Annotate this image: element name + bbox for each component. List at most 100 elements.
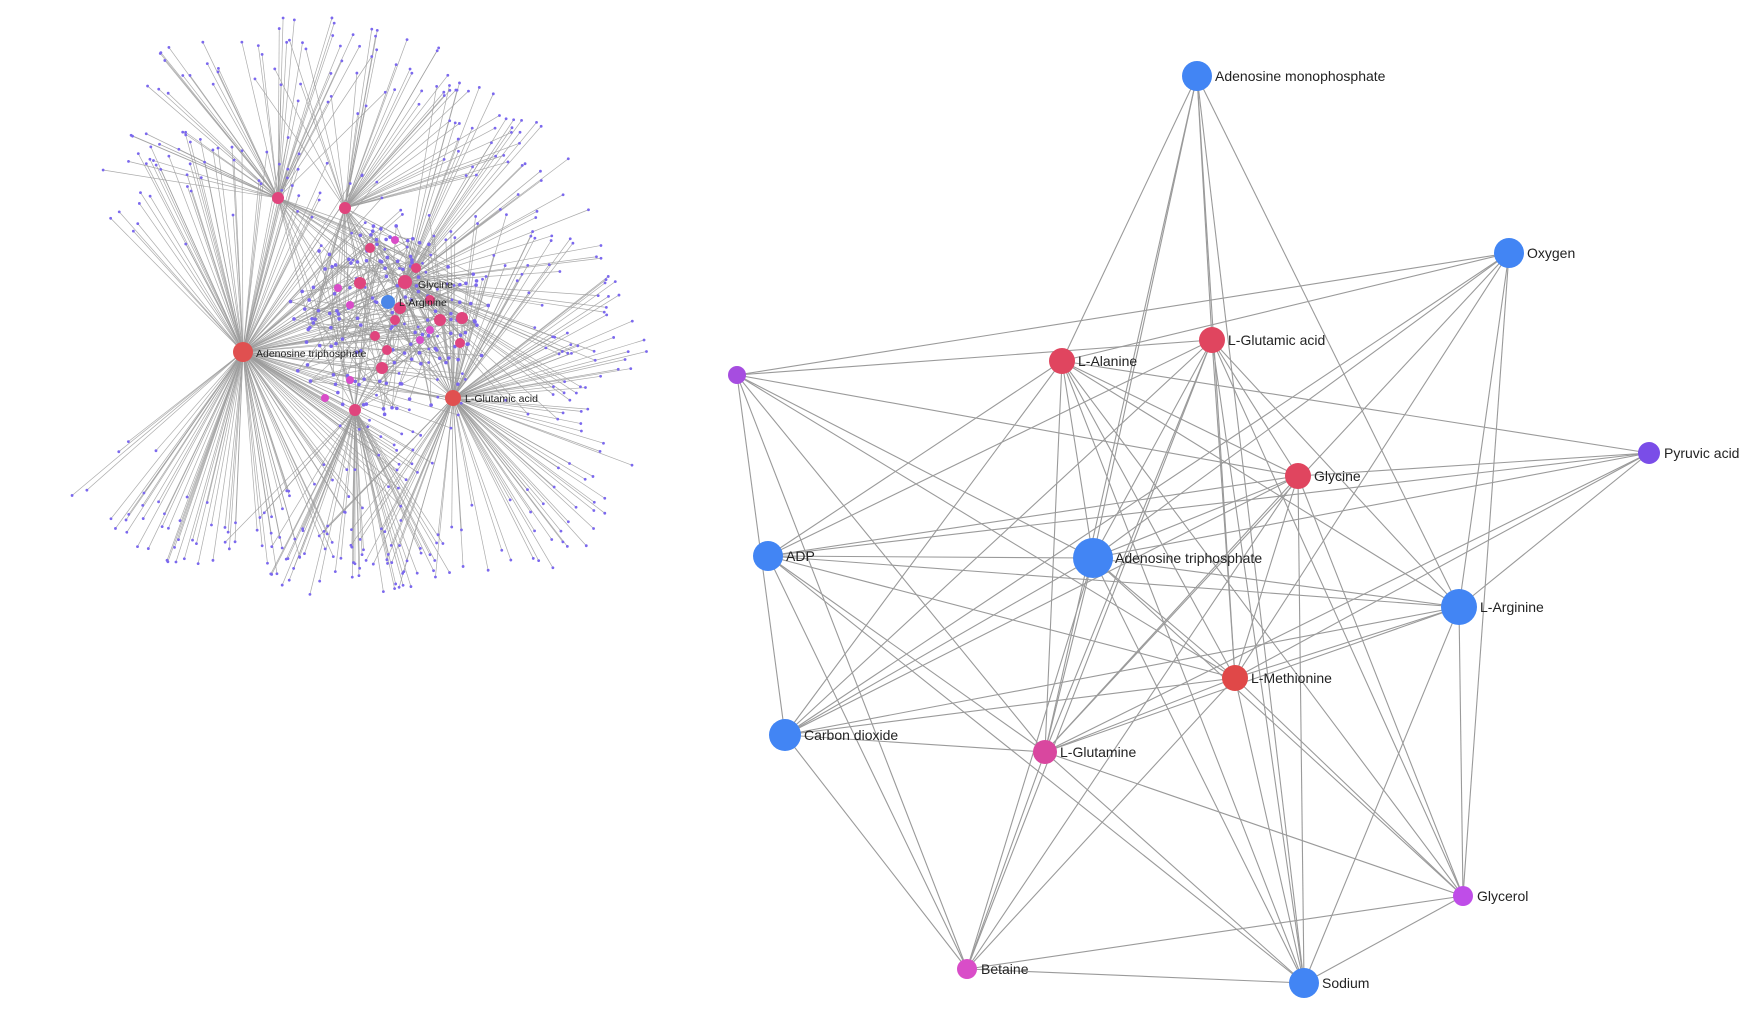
overview-edge bbox=[392, 346, 455, 351]
overview-core-node bbox=[323, 267, 327, 271]
overview-leaf-node bbox=[574, 505, 578, 509]
overview-edge bbox=[204, 162, 244, 353]
overview-leaf-node bbox=[559, 529, 563, 533]
node-unl[interactable] bbox=[728, 366, 746, 384]
node-glycerol[interactable] bbox=[1453, 886, 1473, 906]
overview-edge bbox=[404, 256, 597, 283]
overview-edge bbox=[86, 351, 244, 491]
overview-edge bbox=[387, 257, 398, 286]
node-label-amp: Adenosine monophosphate bbox=[1215, 68, 1386, 84]
overview-leaf-node bbox=[456, 413, 460, 417]
overview-edge bbox=[344, 127, 496, 209]
node-co2[interactable] bbox=[769, 719, 801, 751]
overview-edge bbox=[344, 36, 376, 209]
overview-edge bbox=[386, 397, 454, 560]
overview-edge bbox=[452, 242, 574, 399]
overview-leaf-node bbox=[182, 557, 186, 561]
overview-leaf-node bbox=[547, 263, 551, 267]
overview-edge bbox=[400, 311, 436, 384]
overview-leaf-node bbox=[491, 92, 495, 96]
overview-leaf-node bbox=[445, 282, 449, 286]
overview-leaf-node bbox=[330, 16, 334, 20]
overview-edge bbox=[309, 207, 346, 328]
overview-edge bbox=[186, 351, 244, 498]
overview-leaf-node bbox=[356, 112, 360, 115]
overview-edge bbox=[153, 160, 279, 199]
node-glu[interactable] bbox=[1199, 327, 1225, 353]
overview-leaf-node bbox=[177, 538, 180, 542]
node-adp[interactable] bbox=[753, 541, 783, 571]
overview-leaf-node bbox=[433, 559, 437, 562]
overview-leaf-node bbox=[493, 126, 497, 130]
overview-core-node bbox=[456, 382, 460, 386]
overview-leaf-node bbox=[557, 352, 561, 356]
overview-leaf-node bbox=[531, 557, 535, 560]
overview-leaf-node bbox=[490, 141, 493, 145]
overview-leaf-node bbox=[288, 38, 291, 42]
node-pyr[interactable] bbox=[1638, 442, 1660, 464]
overview-leaf-node bbox=[142, 491, 146, 495]
node-oxygen[interactable] bbox=[1494, 238, 1524, 268]
overview-leaf-node bbox=[405, 38, 409, 41]
overview-leaf-node bbox=[379, 435, 383, 439]
overview-leaf-node bbox=[265, 150, 269, 154]
overview-leaf-node bbox=[623, 358, 627, 361]
overview-leaf-node bbox=[516, 193, 520, 196]
overview-leaf-node bbox=[557, 466, 560, 470]
overview-edge bbox=[452, 282, 606, 399]
node-ala[interactable] bbox=[1049, 348, 1075, 374]
overview-edge bbox=[270, 409, 356, 575]
overview-leaf-node bbox=[331, 478, 334, 482]
node-gln[interactable] bbox=[1033, 740, 1057, 764]
overview-core-node bbox=[347, 257, 351, 262]
overview-edge bbox=[344, 90, 422, 209]
overview-leaf-node bbox=[181, 130, 185, 134]
overview-leaf-node bbox=[308, 592, 312, 596]
overview-leaf-node bbox=[595, 255, 598, 259]
overview-leaf-node bbox=[565, 331, 569, 335]
overview-core-node bbox=[417, 350, 422, 355]
overview-edge bbox=[71, 351, 244, 496]
overview-leaf-node bbox=[262, 511, 266, 515]
overview-core-node bbox=[355, 260, 360, 264]
node-met[interactable] bbox=[1222, 665, 1248, 691]
overview-edge bbox=[452, 345, 578, 399]
overview-edge bbox=[354, 299, 412, 411]
overview-leaf-node bbox=[453, 121, 457, 125]
overview-edge bbox=[430, 254, 454, 399]
overview-edge bbox=[392, 318, 454, 399]
overview-leaf-node bbox=[260, 52, 264, 56]
edge-ala-pyr bbox=[1061, 360, 1650, 454]
overview-leaf-node bbox=[385, 558, 389, 562]
overview-leaf-node bbox=[331, 34, 335, 37]
overview-labels: Adenosine triphosphate L-Glutamic acid G… bbox=[256, 279, 538, 405]
overview-leaf-node bbox=[383, 90, 387, 94]
node-gly[interactable] bbox=[1285, 463, 1311, 489]
overview-leaf-node bbox=[436, 334, 439, 338]
overview-edge bbox=[277, 101, 329, 199]
overview-edge bbox=[359, 397, 454, 540]
overview-edge bbox=[305, 48, 346, 209]
overview-leaf-node bbox=[448, 84, 451, 87]
overview-core-node bbox=[329, 344, 333, 348]
overview-edge bbox=[149, 196, 244, 353]
overview-leaf-node bbox=[591, 475, 595, 478]
overview-leaf-node bbox=[400, 432, 404, 436]
overview-edge bbox=[363, 261, 382, 380]
overview-edge bbox=[354, 228, 382, 411]
overview-edge bbox=[257, 45, 279, 199]
node-sodium[interactable] bbox=[1289, 968, 1319, 998]
edge-gln-sodium bbox=[1044, 751, 1305, 984]
overview-edge bbox=[103, 169, 279, 199]
node-atp[interactable] bbox=[1073, 538, 1113, 578]
overview-edge bbox=[344, 207, 408, 241]
node-arg[interactable] bbox=[1441, 589, 1477, 625]
overview-leaf-node bbox=[405, 559, 409, 563]
overview-edge bbox=[452, 397, 594, 529]
detail-edges bbox=[736, 75, 1650, 984]
node-betaine[interactable] bbox=[957, 959, 977, 979]
overview-edge bbox=[403, 397, 454, 572]
overview-edge bbox=[344, 68, 411, 209]
overview-core-node bbox=[390, 405, 394, 410]
node-amp[interactable] bbox=[1182, 61, 1212, 91]
